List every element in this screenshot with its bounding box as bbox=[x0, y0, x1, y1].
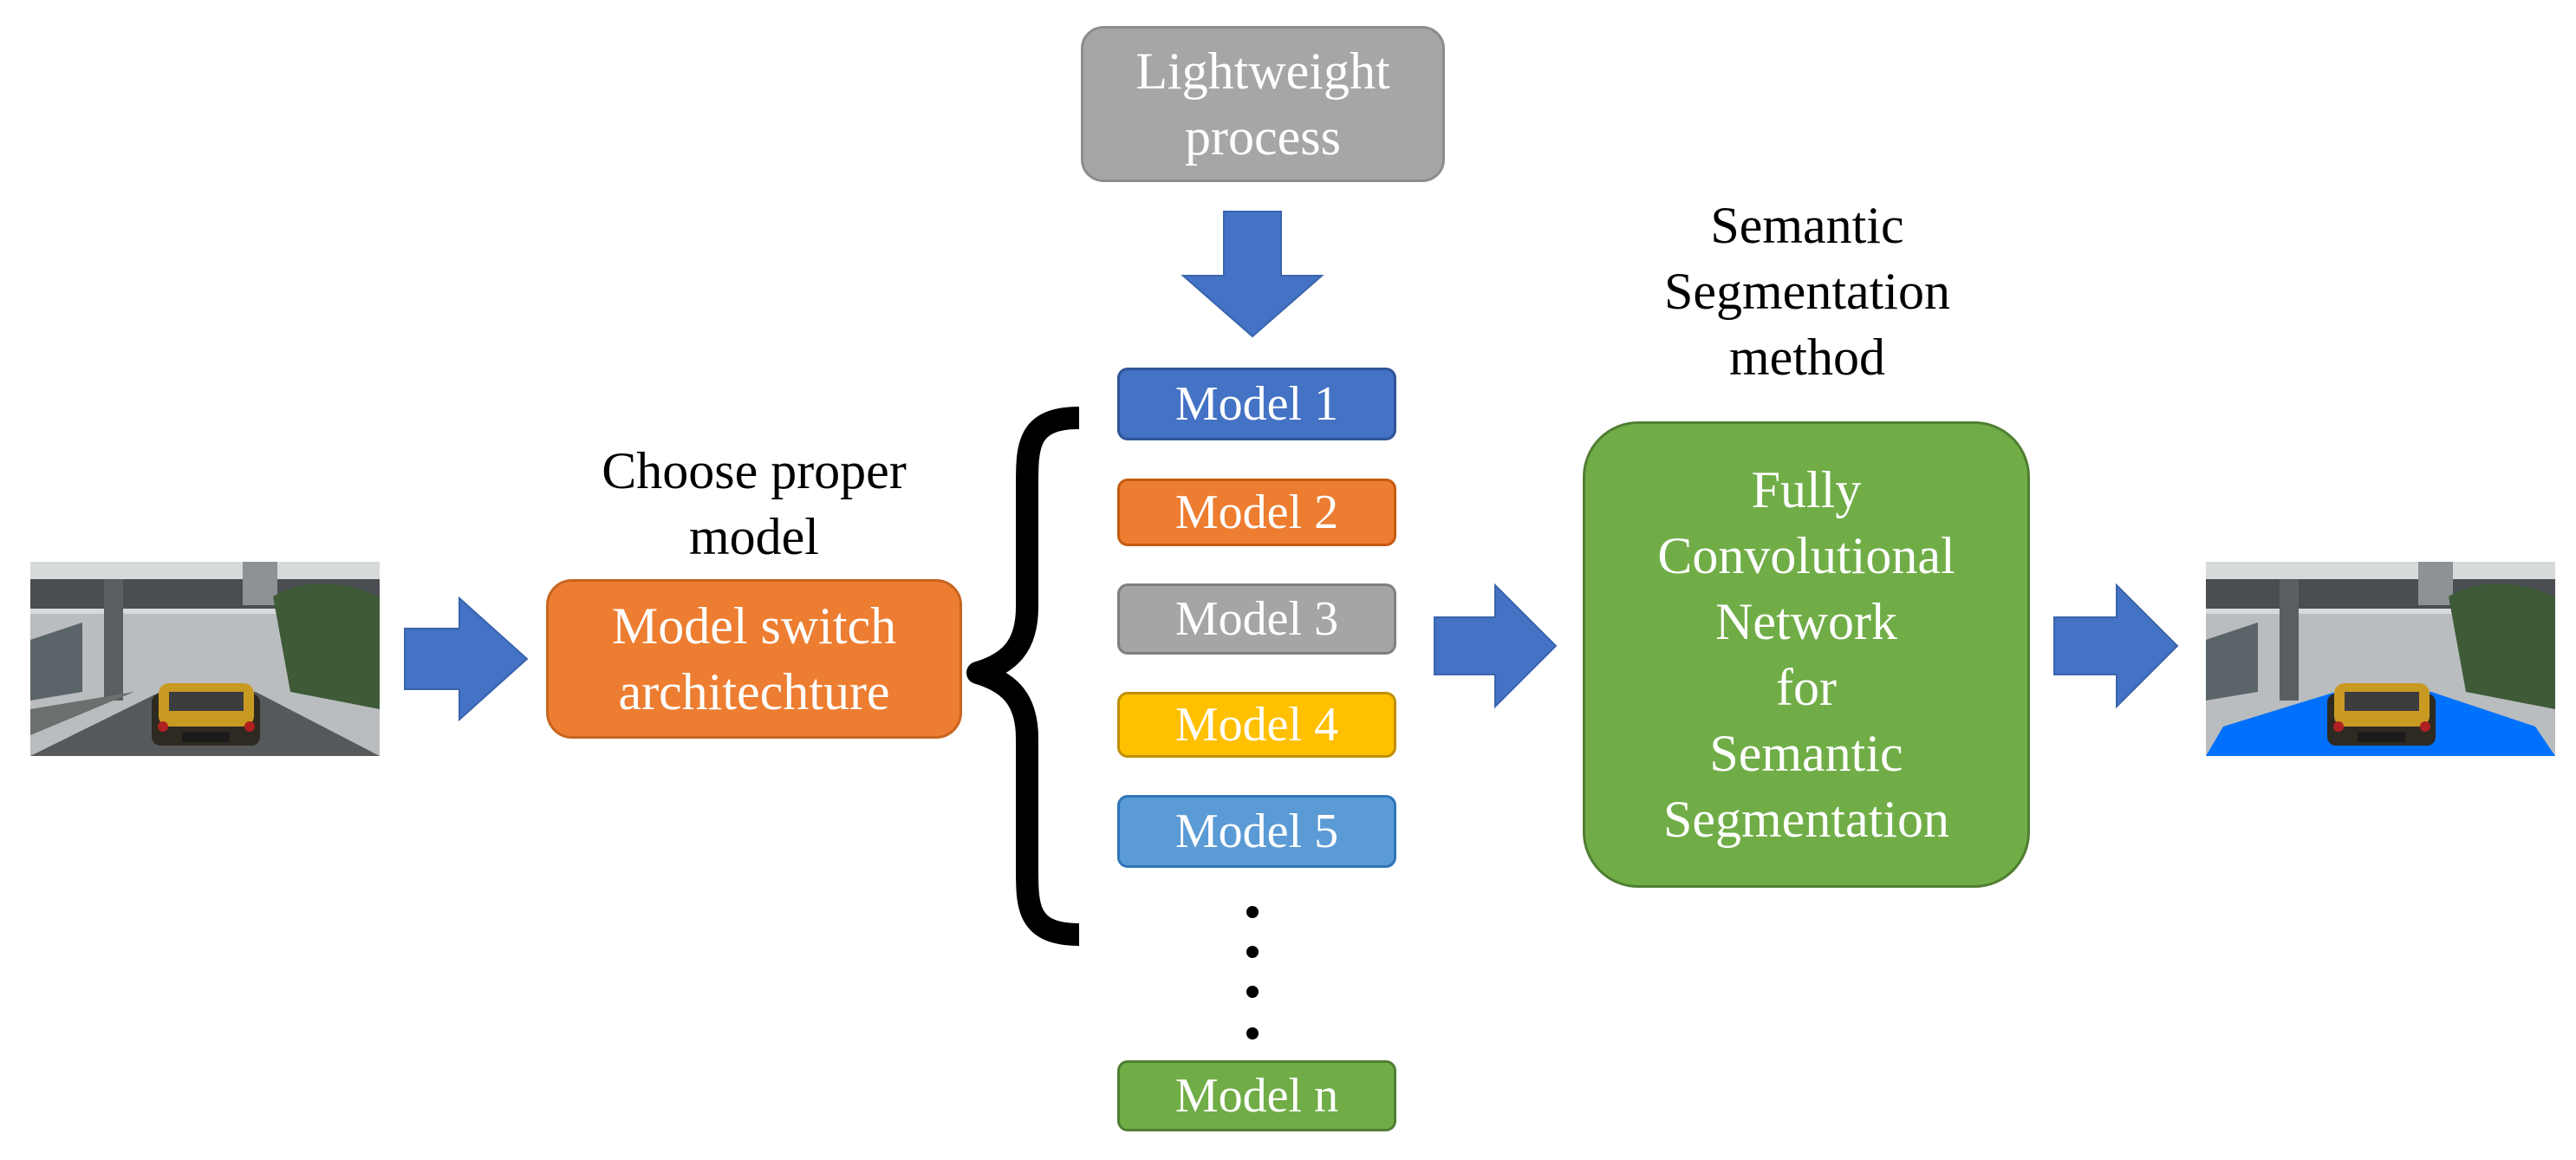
semantic-segmentation-method-label: Semantic Segmentation method bbox=[1664, 197, 1950, 386]
model-5-label: Model 5 bbox=[1174, 805, 1339, 858]
fcn-box: Fully Convolutional Network for Semantic… bbox=[1583, 421, 2030, 888]
model-2-label: Model 2 bbox=[1174, 486, 1339, 539]
model-switch-box: Model switch architechture bbox=[546, 579, 962, 739]
lightweight-process-text: Lightweight process bbox=[1135, 42, 1390, 166]
model-5-box: Model 5 bbox=[1117, 795, 1396, 868]
ellipsis-dot bbox=[1246, 1027, 1259, 1039]
model-4-label: Model 4 bbox=[1174, 698, 1339, 752]
model-2-box: Model 2 bbox=[1117, 479, 1396, 546]
fcn-text: Fully Convolutional Network for Semantic… bbox=[1657, 461, 1955, 848]
curly-brace bbox=[966, 407, 1080, 946]
ellipsis-dot bbox=[1246, 986, 1259, 998]
ellipsis-dot bbox=[1246, 946, 1259, 958]
input-image bbox=[30, 562, 380, 756]
model-1-label: Model 1 bbox=[1174, 377, 1339, 431]
lightweight-process-box: Lightweight process bbox=[1081, 26, 1445, 182]
choose-model-label: Choose proper model bbox=[602, 442, 907, 565]
model-1-box: Model 1 bbox=[1117, 368, 1396, 440]
output-segmented-image bbox=[2206, 562, 2555, 756]
ellipsis-dot bbox=[1246, 906, 1259, 918]
arrow-input-to-switch bbox=[404, 596, 529, 722]
model-n-box: Model n bbox=[1117, 1060, 1396, 1131]
arrow-fcn-to-output bbox=[2053, 583, 2179, 709]
arrow-models-to-fcn bbox=[1434, 583, 1558, 709]
arrow-lightweight-down bbox=[1181, 211, 1324, 338]
model-n-label: Model n bbox=[1174, 1069, 1339, 1123]
model-4-box: Model 4 bbox=[1117, 692, 1396, 758]
model-3-box: Model 3 bbox=[1117, 583, 1396, 655]
model-switch-text: Model switch architechture bbox=[611, 597, 897, 720]
model-3-label: Model 3 bbox=[1174, 592, 1339, 646]
